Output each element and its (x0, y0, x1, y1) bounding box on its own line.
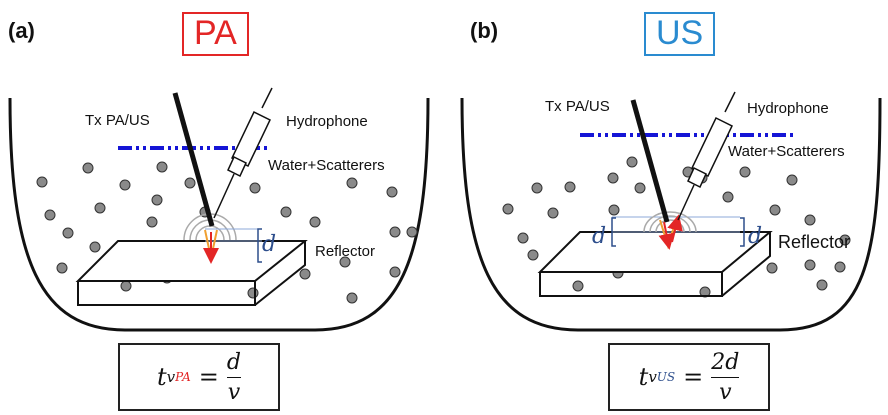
formula-a-fraction: d v (226, 349, 241, 405)
formula-a-numerator: d (226, 349, 241, 375)
tx-label-b: Tx PA/US (545, 98, 610, 115)
tank-outline-b (460, 97, 882, 332)
transducer-a (172, 92, 215, 227)
formula-b-v-sub: v (648, 368, 657, 386)
panel-a-label: (a) (8, 18, 35, 43)
wavefronts-b (643, 211, 697, 233)
formula-b-numerator: 2d (711, 349, 740, 375)
formula-a-t: t (157, 363, 167, 391)
formula-a-denominator: v (227, 379, 241, 405)
panel-a-diagram (8, 87, 430, 332)
formula-b-denominator: v (719, 379, 732, 405)
hydrophone-label-b: Hydrophone (747, 100, 829, 117)
pa-mode-box: PA (182, 12, 249, 56)
hydrophone-b (677, 91, 736, 221)
panel-b-diagram (460, 91, 882, 332)
medium-label-a: Water+Scatterers (268, 157, 385, 174)
formula-a-v-sub: v (166, 368, 176, 386)
reflector-label-b: Reflector (778, 232, 851, 252)
us-mode-box: US (644, 12, 716, 56)
d-label-a: d (262, 232, 277, 257)
tx-label-a: Tx PA/US (85, 112, 150, 129)
tank-outline-a (8, 97, 430, 332)
formula-b-mode-sub: US (656, 370, 676, 384)
hydrophone-label-a: Hydrophone (286, 113, 368, 130)
transducer-b (630, 99, 670, 223)
d-label-b-right: d (748, 224, 763, 249)
formula-a-equals: = (198, 363, 219, 391)
formula-b-t: t (638, 363, 649, 391)
reflector-label-a: Reflector (315, 243, 376, 260)
formula-a-mode-sub: PA (175, 370, 191, 384)
panel-b-label: (b) (470, 18, 499, 43)
hydrophone-a (213, 87, 273, 219)
formula-b-equals: = (683, 363, 704, 391)
medium-label-b: Water+Scatterers (728, 143, 845, 160)
formula-b-fraction: 2d v (711, 349, 740, 405)
d-label-b-left: d (592, 224, 607, 249)
